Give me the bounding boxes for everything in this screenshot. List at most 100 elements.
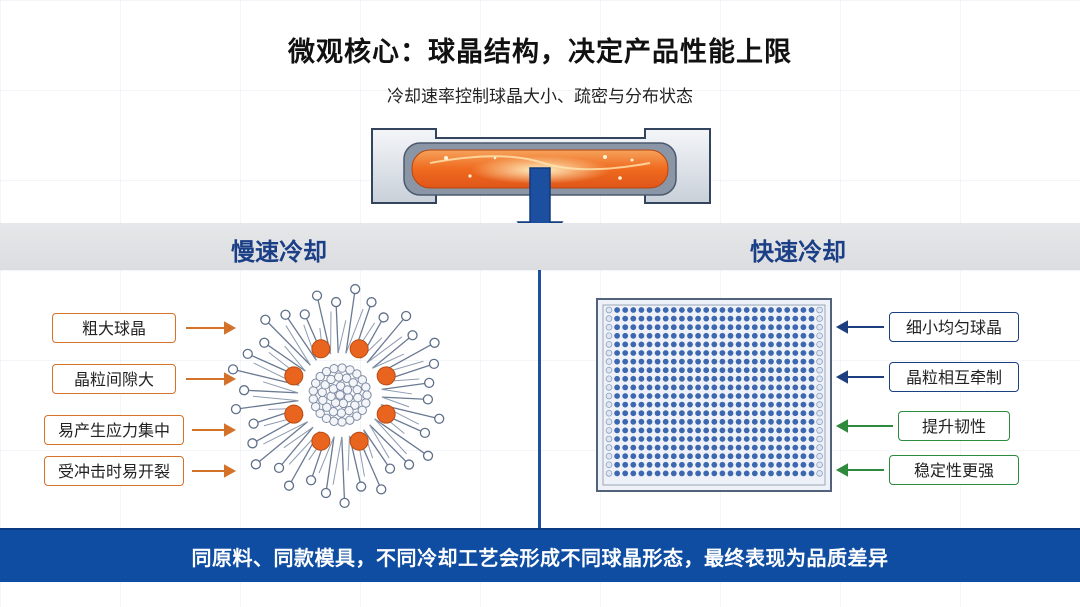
fine-grain [605,366,613,374]
fine-grain [808,324,815,331]
fine-grain [703,341,710,348]
fine-grain [808,393,815,399]
fine-grain [711,393,718,399]
fine-grain [703,358,710,365]
fine-grain [808,367,815,374]
fine-grain [743,453,750,460]
fine-grain [784,427,791,434]
fine-grain [622,470,629,477]
fast-label-1: 细小均匀球晶 [889,312,1019,342]
fine-grain [614,324,620,331]
fine-grain [679,427,685,434]
lamella-fiber [235,400,299,410]
fine-grain [743,418,750,425]
fine-grain [800,324,807,331]
fine-grain [768,410,774,417]
center-divider [538,270,541,528]
fine-grain [751,418,758,425]
lamella-fiber [332,436,343,485]
fine-grain [638,461,645,468]
fine-grain [800,367,807,374]
fine-grain [719,324,726,331]
fine-grain [703,307,710,313]
fine-grain [776,418,782,425]
fine-grain [800,436,807,442]
fine-grain [687,444,693,451]
fine-grain [711,410,718,417]
fiber-tip [376,484,387,495]
fine-grain [800,350,807,356]
small-crystal [328,407,339,417]
small-crystal [330,398,341,408]
fine-grain [800,358,807,365]
fine-grain [630,470,637,477]
fine-grain [727,436,734,442]
fine-grain [743,375,750,382]
fine-grain [776,367,782,374]
fine-grain [784,470,791,477]
fine-grain [679,393,685,399]
small-crystal [353,393,363,403]
fine-grain [654,453,661,460]
fine-grain [670,436,677,442]
fine-grain [784,358,791,365]
fine-grain [792,418,799,425]
fine-grain [646,470,653,477]
fine-grain [654,418,661,425]
fine-grain [695,315,701,322]
fine-grain [784,384,791,391]
fine-grain [630,418,637,425]
fine-grain [670,332,677,339]
fine-grain [614,410,620,417]
fine-grain [816,409,823,417]
fine-grain [776,324,782,331]
fine-grain [654,393,661,399]
fine-grain [630,332,637,339]
fine-grain [614,453,620,460]
page-subtitle: 冷却速率控制球晶大小、疏密与分布状态 [387,87,693,107]
fine-grain [679,384,685,391]
fine-grain [751,393,758,399]
fiber-tip [250,459,262,470]
fiber-tip [242,348,253,360]
fine-grain [735,436,742,442]
lamella-fiber [381,396,410,408]
fine-grain [622,401,629,408]
fine-grain [776,461,782,468]
fine-grain [695,461,701,468]
fine-grain [670,367,677,374]
fine-grain [776,436,782,442]
fine-grain [727,393,734,399]
fine-grain [703,418,710,425]
footer-banner: 同原料、同款模具，不同冷却工艺会形成不同球晶形态，最终表现为品质差异 [0,528,1080,582]
fine-grain [662,444,669,451]
fine-grain [622,367,629,374]
fine-grain [800,307,807,313]
slow-label-3: 易产生应力集中 [44,415,184,445]
fine-grain [662,315,669,322]
fine-grain [751,453,758,460]
fine-grain [792,315,799,322]
fine-grain [719,427,726,434]
fine-grain [784,418,791,425]
fine-grain [760,401,766,408]
fine-grain [695,358,701,365]
fine-grain [760,358,766,365]
fine-grain [662,375,669,382]
fine-grain [605,323,613,331]
fine-grain [605,409,613,417]
fine-grain [614,470,620,477]
fiber-tip [378,312,389,323]
fine-grain [638,436,645,442]
fine-grain [800,384,807,391]
fine-grain [776,401,782,408]
fine-grain [816,375,823,383]
fine-grain [719,367,726,374]
fine-grain [638,453,645,460]
fine-grain [743,358,750,365]
fine-grain [792,350,799,356]
fine-grain [760,384,766,391]
fine-grain [760,453,766,460]
fine-grain [816,392,823,400]
fine-grain [638,332,645,339]
